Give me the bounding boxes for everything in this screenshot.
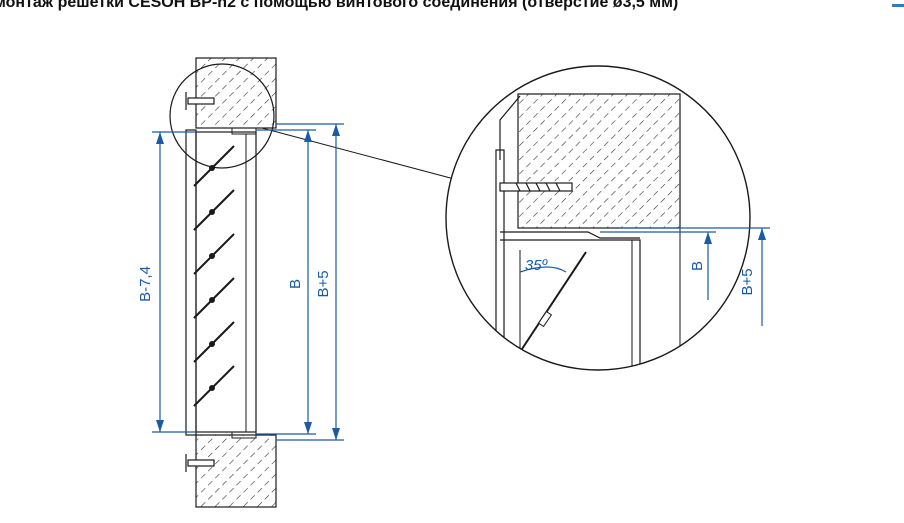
detail-marker-circle <box>169 63 275 169</box>
detail-dimension-arrows <box>704 228 766 244</box>
screw-top <box>185 92 215 110</box>
detail-dim-label-b-plus: B+5 <box>739 268 756 295</box>
dim-label-b-plus: B+5 <box>315 270 332 297</box>
dimension-arrows <box>156 124 340 440</box>
detail-leader-line <box>261 127 459 181</box>
detail-view: 35º B B+5 <box>445 65 770 371</box>
grille-frame <box>195 131 257 433</box>
angle-arc <box>519 266 567 273</box>
title-accent-bar <box>892 4 904 7</box>
screw-bottom <box>185 454 215 472</box>
frame-top-lip <box>231 127 257 135</box>
louvre-pivots <box>209 165 215 391</box>
detail-front-plate <box>495 149 505 370</box>
wall-top <box>195 57 277 129</box>
detail-louvre <box>519 251 587 353</box>
louvres <box>193 145 235 407</box>
side-view <box>169 57 459 508</box>
wall-bottom <box>195 434 277 508</box>
detail-frame <box>500 239 641 370</box>
angle-label: 35º <box>525 257 549 274</box>
grille-front-plate <box>185 129 197 436</box>
dim-label-b-minus: B-7,4 <box>137 266 154 302</box>
frame-bottom-lip <box>231 431 257 439</box>
diagram-title: монтаж решетки CESOH BP-n2 с помощью вин… <box>0 0 679 11</box>
dim-label-b: B <box>287 279 304 289</box>
detail-wall <box>517 93 681 229</box>
detail-dim-label-b: B <box>689 261 706 271</box>
dimension-lines <box>152 123 344 441</box>
